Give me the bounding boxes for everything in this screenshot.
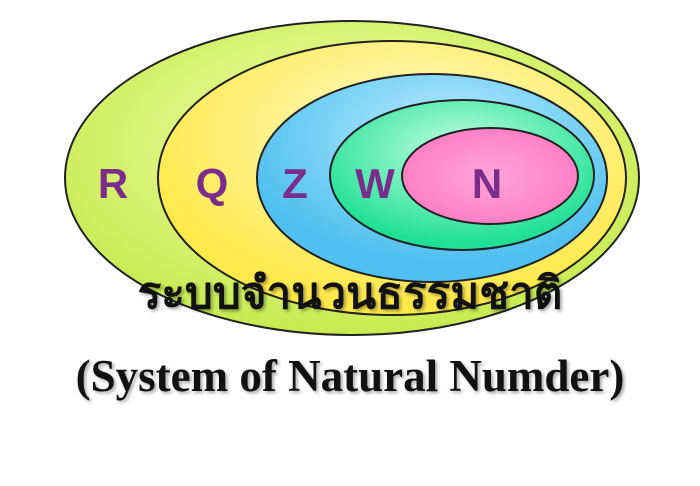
set-label-w: W bbox=[355, 160, 395, 207]
set-label-r: R bbox=[98, 160, 128, 207]
set-label-z: Z bbox=[282, 160, 308, 207]
english-title: (System of Natural Numder) bbox=[75, 351, 625, 401]
thai-title: ระบบจำนวนธรรมชาติ bbox=[137, 268, 563, 319]
set-n-ellipse bbox=[401, 127, 579, 225]
set-label-n: N bbox=[472, 160, 502, 207]
set-label-q: Q bbox=[196, 160, 229, 207]
